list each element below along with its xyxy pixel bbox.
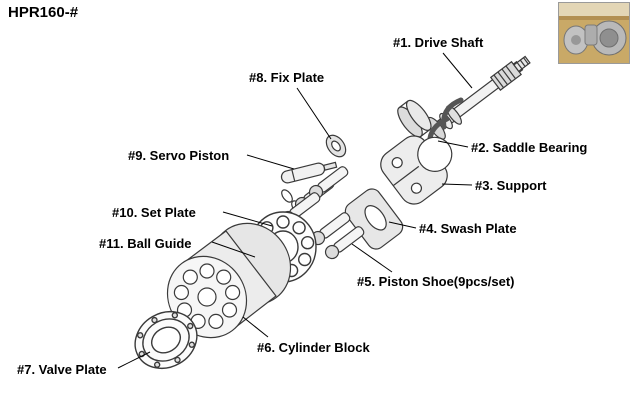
leader-line-saddle-bearing: [437, 140, 469, 148]
cylinder-block-drawing: [166, 222, 292, 339]
leader-line-set-plate: [222, 211, 273, 227]
label-set-plate: #10. Set Plate: [112, 205, 196, 220]
leader-line-swash-plate: [388, 221, 417, 229]
leader-line-valve-plate: [117, 351, 151, 369]
label-ball-guide: #11. Ball Guide: [99, 236, 192, 251]
label-swash-plate: #4. Swash Plate: [419, 221, 517, 236]
label-fix-plate: #8. Fix Plate: [249, 70, 325, 85]
label-drive-shaft: #1. Drive Shaft: [393, 35, 484, 50]
leader-line-cylinder-block: [242, 316, 269, 338]
page-title: HPR160-#: [8, 4, 79, 21]
leader-line-drive-shaft: [442, 52, 473, 89]
label-piston-shoe: #5. Piston Shoe(9pcs/set): [357, 274, 515, 289]
parts-photo-thumbnail: [558, 2, 630, 64]
leader-line-piston-shoe: [351, 243, 393, 273]
swash-plate-drawing: [344, 188, 404, 250]
leader-line-ball-guide: [211, 241, 256, 258]
label-support: #3. Support: [475, 178, 547, 193]
label-servo-piston: #9. Servo Piston: [128, 148, 230, 163]
piston-shoe-drawing: [280, 166, 365, 260]
leader-line-fix-plate: [296, 87, 332, 140]
support-drawing: [380, 135, 453, 205]
label-valve-plate: #7. Valve Plate: [17, 362, 107, 377]
label-cylinder-block: #6. Cylinder Block: [257, 340, 370, 355]
leader-line-servo-piston: [246, 154, 295, 170]
fix-plate-drawing: [325, 134, 347, 158]
parts-photo-image: [559, 3, 629, 63]
valve-plate-drawing: [134, 310, 198, 370]
servo-piston-drawing: [280, 161, 338, 184]
label-saddle-bearing: #2. Saddle Bearing: [471, 140, 588, 155]
leader-line-support: [441, 183, 473, 186]
leader-lines: [117, 52, 473, 369]
drive-shaft-drawing: [397, 55, 531, 140]
